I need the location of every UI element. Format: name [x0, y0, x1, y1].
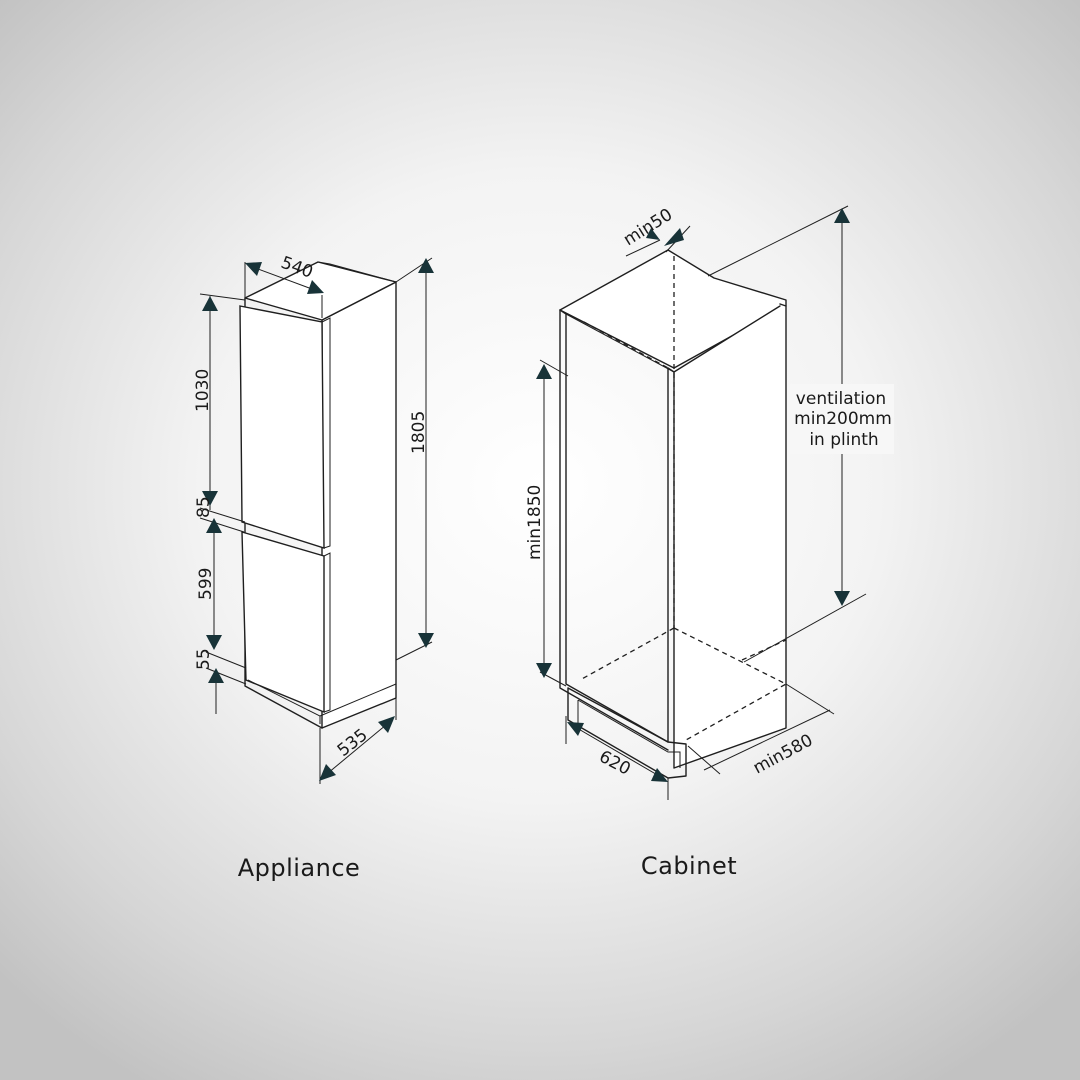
dim-ext-base-top: [205, 651, 247, 669]
arrow-cab-height-top: [536, 364, 552, 379]
cabinet-plinth: [567, 687, 687, 779]
dim-ext-base-bottom: [205, 667, 247, 685]
appliance-upper-door: [239, 305, 325, 549]
arrow-width-left: [245, 262, 262, 276]
arrow-lower-bottom: [206, 635, 222, 650]
arrow-upper-bottom: [202, 491, 218, 506]
cabinet-caption: Cabinet: [641, 852, 737, 880]
hidden-top-inner: [583, 321, 669, 369]
vent-note-line-3: in plinth: [809, 430, 878, 450]
dim-line-width: [249, 265, 321, 293]
arrow-cab-height-bottom: [536, 663, 552, 678]
arrow-base: [208, 668, 224, 683]
arrow-depth-right: [378, 716, 395, 733]
vent-note-line-2: min200mm: [794, 409, 892, 429]
arrow-lower-top: [206, 518, 222, 533]
dim-depth-label: 535: [334, 725, 372, 761]
dim-ext-height-top: [539, 359, 569, 377]
arrow-cab-width-right: [651, 768, 668, 782]
dim-lower-label: 599: [196, 568, 216, 600]
door-edge-upper: [321, 317, 331, 549]
dim-ext-gap-bottom: [199, 517, 245, 533]
dim-ext-cab-depth-left: [687, 745, 721, 775]
hidden-bottom: [579, 627, 788, 741]
arrow-vent-right: [664, 228, 684, 246]
arrow-width-right: [307, 280, 324, 294]
dim-cab-height-label: min1850: [525, 485, 545, 560]
appliance-caption: Appliance: [238, 854, 361, 882]
arrow-height-top: [418, 258, 434, 273]
cabinet-left-post: [559, 309, 669, 751]
dim-ext-top: [317, 257, 433, 283]
dim-base-label: 55: [194, 648, 214, 670]
cabinet-front-frame: [559, 309, 675, 743]
arrow-depth-left: [319, 764, 336, 781]
arrow-cab-width-left: [567, 722, 584, 736]
appliance-drawing: 540 1805 1030 85 599 55 535 A: [193, 253, 434, 882]
cabinet-plinth-inner: [577, 699, 681, 768]
arrow-vent-bottom: [834, 591, 850, 606]
appliance-base: [247, 679, 397, 724]
dim-upper-label: 1030: [193, 369, 213, 412]
dim-line-cab-width: [569, 723, 667, 781]
dim-line-depth: [321, 719, 393, 779]
dim-line-cab-depth: [703, 709, 831, 771]
dim-ext-upper-top: [199, 293, 246, 301]
dim-cab-width-label: 620: [596, 747, 634, 780]
dim-ext-gap-top: [199, 507, 246, 523]
dim-ext-vent-top: [707, 205, 849, 277]
arrow-vent-top: [834, 208, 850, 223]
vent-note-bg: [790, 384, 894, 454]
dim-total-height-label: 1805: [409, 411, 429, 454]
appliance-side-face: [321, 281, 397, 729]
arrow-upper-top: [202, 296, 218, 311]
dim-ext-cab-depth-right: [785, 683, 835, 715]
door-edge-lower: [323, 552, 331, 713]
dim-gap-label: 85: [194, 496, 214, 518]
cabinet-side-panel: [673, 303, 787, 769]
cabinet-drawing: min50 min1850 ventilation min200mm in pl…: [525, 205, 894, 880]
arrow-vent-left: [646, 228, 660, 240]
dim-ext-vent-bottom: [743, 593, 867, 663]
vent-note-line-1: ventilation: [796, 389, 886, 409]
appliance-lower-door: [241, 531, 325, 714]
arrow-height-bottom: [418, 633, 434, 648]
